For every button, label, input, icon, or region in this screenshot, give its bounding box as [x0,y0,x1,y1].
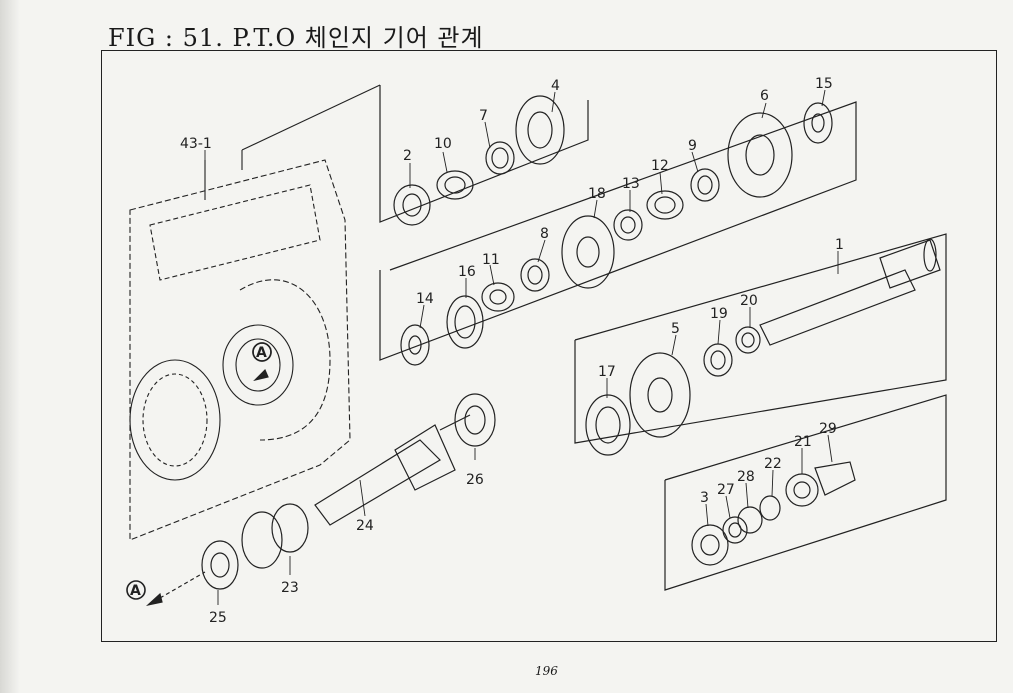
bearing-2 [393,184,431,226]
marker-a-bottom: A [126,571,206,607]
label-7: 7 [479,108,488,124]
label-8: 8 [540,226,549,242]
washer-13 [613,209,643,241]
svg-text:A: A [256,345,267,361]
bearing-26 [454,393,496,447]
marker-a-housing: A [252,342,272,382]
gear-14 [400,324,430,366]
bearing-3 [691,524,729,566]
figure-title: FIG : 51. P.T.O 체인지 기어 관계 [108,24,484,52]
collar-11 [481,282,515,312]
gear-18 [561,215,615,289]
bearing-7 [485,141,515,175]
label-23: 23 [281,580,299,596]
group-box-mid-right [574,233,947,444]
label-29: 29 [819,421,837,437]
group-box-top-right [379,101,857,361]
housing-43-1 [129,84,381,541]
label-26: 26 [466,472,484,488]
gear-15 [803,102,833,144]
label-10: 10 [434,136,452,152]
bearing-25 [201,540,239,590]
label-28: 28 [737,469,755,485]
label-6: 6 [760,88,769,104]
label-22: 22 [764,456,782,472]
washer-28 [737,506,763,534]
label-19: 19 [710,306,728,322]
sleeve-16 [446,295,484,349]
snap-ring-22 [759,495,781,521]
shaft-24 [314,414,471,526]
bearing-8 [520,258,550,292]
callout-labels: 43-1 2 10 7 4 6 15 9 12 13 18 8 11 16 14… [180,76,844,626]
shaft-1 [759,238,941,346]
label-18: 18 [588,186,606,202]
label-1: 1 [835,237,844,253]
svg-text:A: A [130,583,141,599]
washer-20 [735,326,761,354]
label-27: 27 [717,482,735,498]
label-14: 14 [416,291,434,307]
label-15: 15 [815,76,833,92]
group-box-bottom-right [664,394,947,591]
gear-5 [629,352,691,438]
scan-edge [0,0,20,693]
label-3: 3 [700,490,709,506]
label-9: 9 [688,138,697,154]
gear-6 [727,112,793,198]
bearing-21 [785,473,819,507]
label-43-1: 43-1 [180,136,212,152]
label-4: 4 [551,78,560,94]
sleeve-17 [585,394,631,456]
label-2: 2 [403,148,412,164]
bearing-19 [703,343,733,377]
label-16: 16 [458,264,476,280]
diagram-frame [101,50,997,642]
bearing-9 [690,168,720,202]
label-20: 20 [740,293,758,309]
plate-29 [814,461,856,496]
label-13: 13 [622,176,640,192]
label-11: 11 [482,252,500,268]
gear-23 [241,503,309,569]
leader-lines [204,89,839,605]
label-25: 25 [209,610,227,626]
group-box-top-left [379,85,589,223]
gear-4 [515,95,565,165]
label-24: 24 [356,518,374,534]
label-12: 12 [651,158,669,174]
washer-27 [722,516,748,544]
label-5: 5 [671,321,680,337]
page-number: 196 [535,664,558,678]
label-17: 17 [598,364,616,380]
label-21: 21 [794,434,812,450]
collar-12 [646,190,684,220]
collar-10 [436,170,474,200]
